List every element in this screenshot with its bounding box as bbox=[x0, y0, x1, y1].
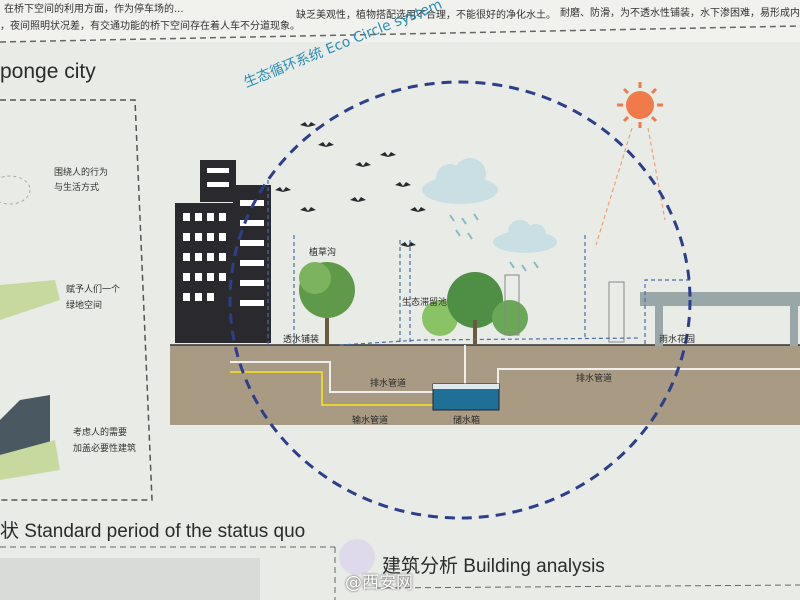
bridge-pier bbox=[655, 306, 663, 346]
label-permeable-paving: 透水铺装 bbox=[283, 335, 320, 345]
left-item-3-line2: 加盖必要性建筑 bbox=[73, 444, 137, 454]
left-item-2-line1: 赋予人们一个 bbox=[66, 285, 121, 295]
top-note: 耐磨、防滑，为不透水性铺装，水下渗困难，易形成内... bbox=[560, 8, 800, 19]
top-notes-band bbox=[0, 0, 800, 42]
left-item-1-line1: 围绕人的行为 bbox=[54, 168, 109, 178]
tank-water-line bbox=[433, 384, 499, 389]
tree-cluster bbox=[422, 272, 528, 345]
bridge-deck bbox=[640, 292, 800, 306]
bg-tower bbox=[504, 274, 520, 336]
label-rain-garden: 雨水花园 bbox=[659, 335, 696, 345]
lawn-icon bbox=[0, 440, 60, 480]
cloud-icon bbox=[493, 220, 557, 253]
watermark: @西安网 bbox=[345, 573, 413, 593]
drain-pipe-left bbox=[230, 361, 433, 393]
activity-circle bbox=[0, 175, 31, 205]
top-note: ，夜间照明状况差，有交通功能的桥下空间存在着人车不分道现象。 bbox=[0, 21, 300, 32]
section-title-sponge-city: ponge city bbox=[0, 60, 96, 83]
label-bioretention: 生态滞留池 bbox=[402, 298, 448, 308]
cloud-icon bbox=[422, 158, 498, 204]
heading-building-analysis: 建筑分析 Building analysis bbox=[382, 556, 605, 577]
flower-icon bbox=[339, 539, 375, 575]
water-pipe bbox=[230, 371, 433, 406]
building-top bbox=[200, 160, 236, 202]
sunlight-arrows bbox=[595, 127, 666, 246]
label-water-pipe: 输水管道 bbox=[352, 416, 389, 426]
left-item-3-line1: 考虑人的需要 bbox=[73, 428, 128, 438]
bridge-pier bbox=[790, 306, 798, 346]
water-flow-lines bbox=[267, 180, 690, 346]
top-note: 在桥下空间的利用方面，作为停车场的... bbox=[4, 4, 184, 15]
drain-pipe-right bbox=[497, 368, 800, 384]
rain-icon bbox=[449, 213, 539, 272]
building-windows bbox=[183, 168, 264, 306]
building-icon bbox=[0, 395, 50, 455]
sun-icon bbox=[617, 82, 663, 128]
left-panel-border bbox=[0, 99, 153, 501]
map-thumbnail bbox=[0, 558, 260, 600]
left-item-2-line2: 绿地空间 bbox=[66, 301, 103, 311]
green-space-icon bbox=[0, 280, 60, 320]
left-item-1-line2: 与生活方式 bbox=[54, 183, 100, 193]
birds-icon bbox=[275, 122, 426, 247]
eco-circle bbox=[228, 80, 692, 520]
divider bbox=[374, 584, 800, 589]
label-water-tank: 储水箱 bbox=[453, 416, 481, 426]
heading-status-quo: 状 Standard period of the status quo bbox=[0, 521, 306, 542]
divider bbox=[0, 25, 800, 43]
label-grass-swale: 植草沟 bbox=[309, 248, 337, 258]
label-drain-pipe-left: 排水管道 bbox=[370, 379, 407, 389]
tree-left bbox=[299, 262, 355, 345]
bg-tower bbox=[608, 281, 625, 343]
top-note: 缺乏美观性，植物搭配选用不合理，不能很好的净化水土。 bbox=[296, 10, 556, 21]
label-drain-pipe-right: 排水管道 bbox=[576, 374, 613, 384]
